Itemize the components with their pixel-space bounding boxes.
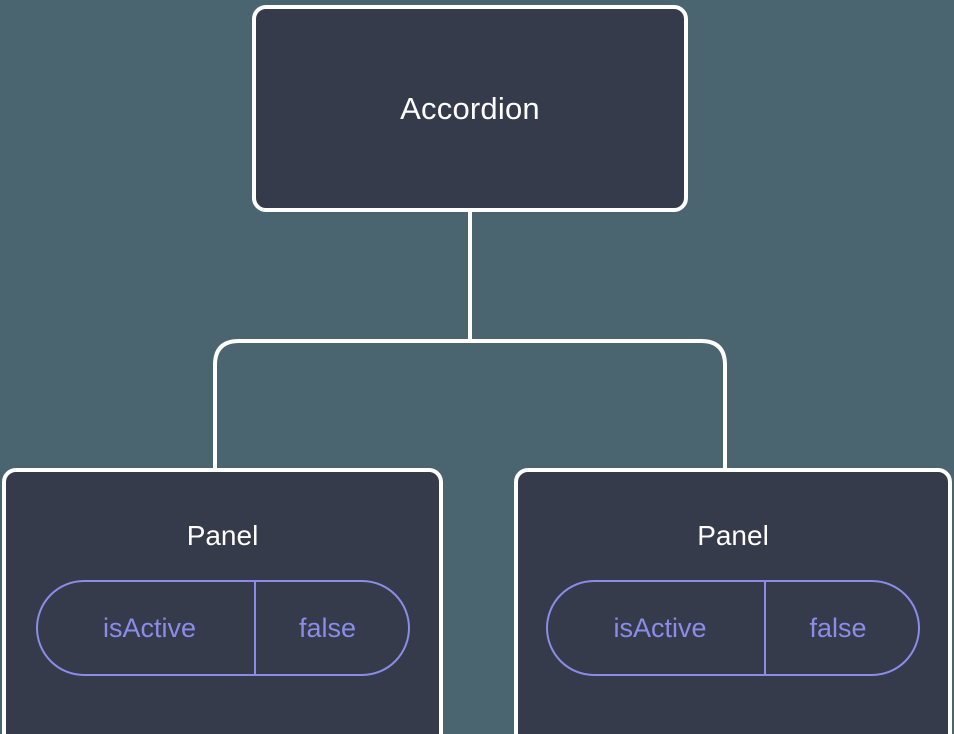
node-accordion-label: Accordion	[400, 91, 540, 126]
edge-root-to-panel-1	[470, 339, 727, 470]
state-badge-panel-1[interactable]: isActive false	[546, 580, 920, 676]
state-divider-panel-0	[253, 582, 256, 674]
node-accordion[interactable]: Accordion	[252, 5, 688, 212]
edge-root-to-panel-0	[213, 339, 470, 470]
state-key-panel-1: isActive	[613, 612, 707, 643]
node-panel-0-label: Panel	[186, 520, 259, 551]
state-divider-panel-1	[764, 582, 766, 674]
node-panel-0[interactable]: Panel isActive false	[2, 468, 443, 734]
state-key-panel-0: isActive	[102, 612, 197, 643]
node-panel-1[interactable]: Panel isActive false	[514, 468, 952, 734]
node-panel-1-label: Panel	[697, 520, 769, 551]
state-value-panel-0: false	[298, 612, 357, 643]
state-badge-panel-0[interactable]: isActive false	[35, 580, 410, 676]
state-value-panel-1: false	[809, 612, 867, 643]
